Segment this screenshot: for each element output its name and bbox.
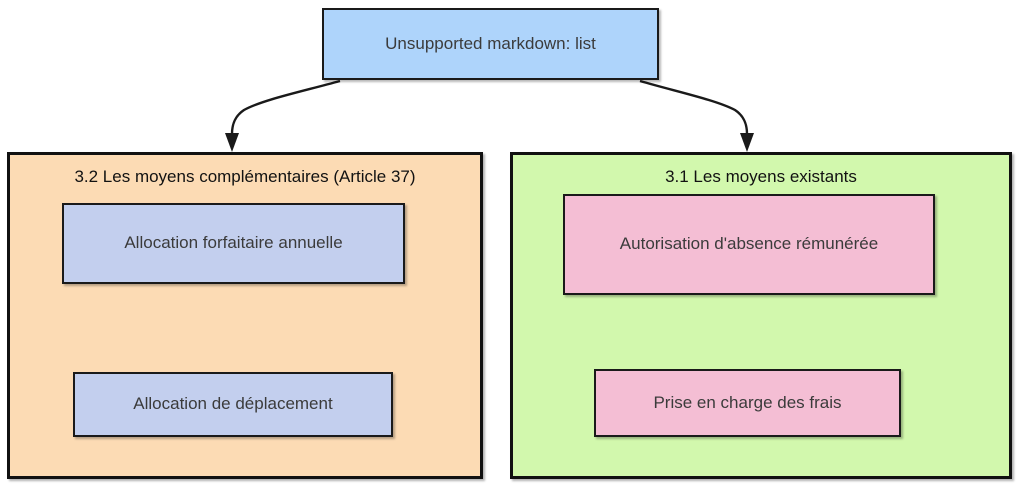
node-allocation-de-deplacement[interactable]: Allocation de déplacement (73, 372, 393, 437)
arrowhead-right-icon (740, 133, 754, 152)
edge-root-to-left (225, 79, 341, 152)
node-allocation-forfaitaire-annuelle[interactable]: Allocation forfaitaire annuelle (62, 203, 405, 284)
container-title-moyens-complementaires: 3.2 Les moyens complémentaires (Article … (74, 167, 416, 186)
edge-root-to-right (639, 79, 754, 152)
root-node[interactable]: Unsupported markdown: list (322, 8, 659, 80)
arrowhead-left-icon (225, 133, 239, 152)
node-autorisation-absence-remuneree[interactable]: Autorisation d'absence rémunérée (563, 194, 935, 295)
node-prise-en-charge-des-frais[interactable]: Prise en charge des frais (594, 369, 901, 437)
container-title-moyens-existants: 3.1 Les moyens existants (665, 167, 857, 186)
